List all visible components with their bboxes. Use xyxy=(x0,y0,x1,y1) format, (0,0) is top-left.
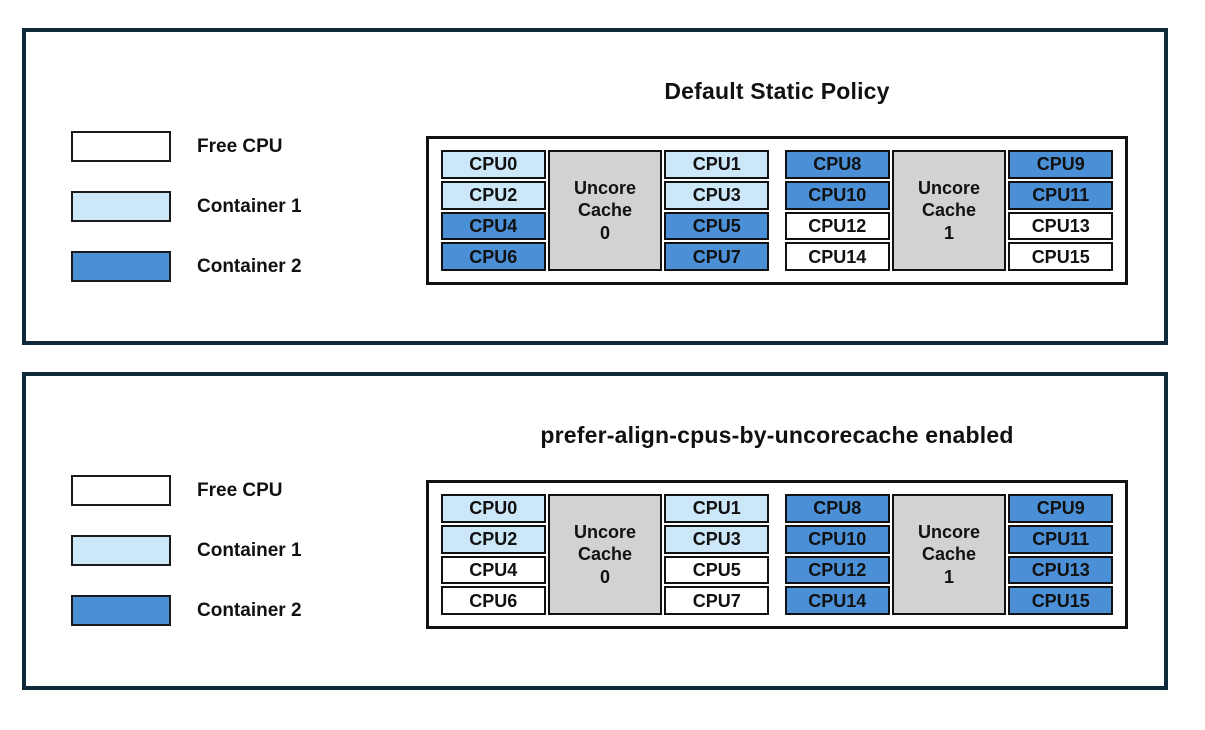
panel-prefer-align-uncorecache: Free CPU Container 1 Container 2 prefer-al… xyxy=(22,372,1168,690)
cpu-cell-cpu12: CPU12 xyxy=(785,211,890,241)
cpu-cell-cpu15: CPU15 xyxy=(1008,242,1113,271)
legend-label: Free CPU xyxy=(197,135,283,157)
cpu-cell-cpu1: CPU1 xyxy=(664,150,769,179)
free-swatch xyxy=(71,131,171,162)
legend-label: Free CPU xyxy=(197,479,283,501)
cache-label-line: Cache xyxy=(921,200,977,221)
cpu-cell-cpu6: CPU6 xyxy=(441,242,546,271)
cpu-cell-cpu9: CPU9 xyxy=(1008,494,1113,523)
cpu-cell-cpu10: CPU10 xyxy=(785,180,890,210)
cpu-cell-cpu8: CPU8 xyxy=(785,494,890,523)
panel-default-static-policy: Free CPU Container 1 Container 2 Default S… xyxy=(22,28,1168,345)
cpu-cell-cpu2: CPU2 xyxy=(441,180,546,210)
legend-item: Container 1 xyxy=(71,535,302,566)
legend-item: Free CPU xyxy=(71,475,302,506)
legend: Free CPU Container 1 Container 2 xyxy=(71,131,302,282)
cpu-cell-cpu11: CPU11 xyxy=(1008,524,1113,554)
legend-item: Container 2 xyxy=(71,595,302,626)
panel-main-area: prefer-align-cpus-by-uncorecache enabled… xyxy=(426,376,1128,629)
cpu-cell-cpu4: CPU4 xyxy=(441,555,546,585)
cpu-cell-cpu12: CPU12 xyxy=(785,555,890,585)
cpu-cell-cpu10: CPU10 xyxy=(785,524,890,554)
panel-title: Default Static Policy xyxy=(664,78,890,104)
cache-label-line: Uncore xyxy=(917,177,980,198)
cpu-cell-cpu7: CPU7 xyxy=(664,586,769,615)
cpu-cell-cpu11: CPU11 xyxy=(1008,180,1113,210)
cpu-cell-cpu3: CPU3 xyxy=(664,524,769,554)
container2-swatch xyxy=(71,251,171,282)
cpu-cell-cpu0: CPU0 xyxy=(441,150,546,179)
cpu-cell-cpu8: CPU8 xyxy=(785,150,890,179)
cpu-cell-cpu4: CPU4 xyxy=(441,211,546,241)
legend-item: Free CPU xyxy=(71,131,302,162)
cache-label-line: Uncore xyxy=(917,521,980,542)
legend-label: Container 2 xyxy=(197,599,302,621)
cache-label-line: Uncore xyxy=(573,177,636,198)
cpu-cell-cpu5: CPU5 xyxy=(664,555,769,585)
legend-label: Container 1 xyxy=(197,195,302,217)
cpu-cell-cpu2: CPU2 xyxy=(441,524,546,554)
cache-label-line: Uncore xyxy=(573,521,636,542)
cpu-cell-cpu5: CPU5 xyxy=(664,211,769,241)
legend-label: Container 2 xyxy=(197,255,302,277)
panel-title: prefer-align-cpus-by-uncorecache enabled xyxy=(540,422,1014,448)
cpu-cell-cpu13: CPU13 xyxy=(1008,555,1113,585)
cpu-cell-cpu0: CPU0 xyxy=(441,494,546,523)
cache-label-line: Cache xyxy=(921,544,977,565)
cpu-cell-cpu14: CPU14 xyxy=(785,586,890,615)
legend-item: Container 2 xyxy=(71,251,302,282)
cache-label-line: Cache xyxy=(577,544,633,565)
cpu-cell-cpu7: CPU7 xyxy=(664,242,769,271)
cache-label-line: Cache xyxy=(577,200,633,221)
cache-label-line: 1 xyxy=(943,222,954,243)
cpu-cell-cpu1: CPU1 xyxy=(664,494,769,523)
cpu-cell-cpu6: CPU6 xyxy=(441,586,546,615)
cache-label-line: 1 xyxy=(943,566,954,587)
cache-label-line: 0 xyxy=(599,566,610,587)
cpu-cell-cpu9: CPU9 xyxy=(1008,150,1113,179)
legend: Free CPU Container 1 Container 2 xyxy=(71,475,302,626)
container1-swatch xyxy=(71,535,171,566)
legend-item: Container 1 xyxy=(71,191,302,222)
cache-label-line: 0 xyxy=(599,222,610,243)
cpu-cell-cpu14: CPU14 xyxy=(785,242,890,271)
container1-swatch xyxy=(71,191,171,222)
cpu-cell-cpu3: CPU3 xyxy=(664,180,769,210)
cpu-cell-cpu15: CPU15 xyxy=(1008,586,1113,615)
container2-swatch xyxy=(71,595,171,626)
legend-label: Container 1 xyxy=(197,539,302,561)
free-swatch xyxy=(71,475,171,506)
cpu-cell-cpu13: CPU13 xyxy=(1008,211,1113,241)
